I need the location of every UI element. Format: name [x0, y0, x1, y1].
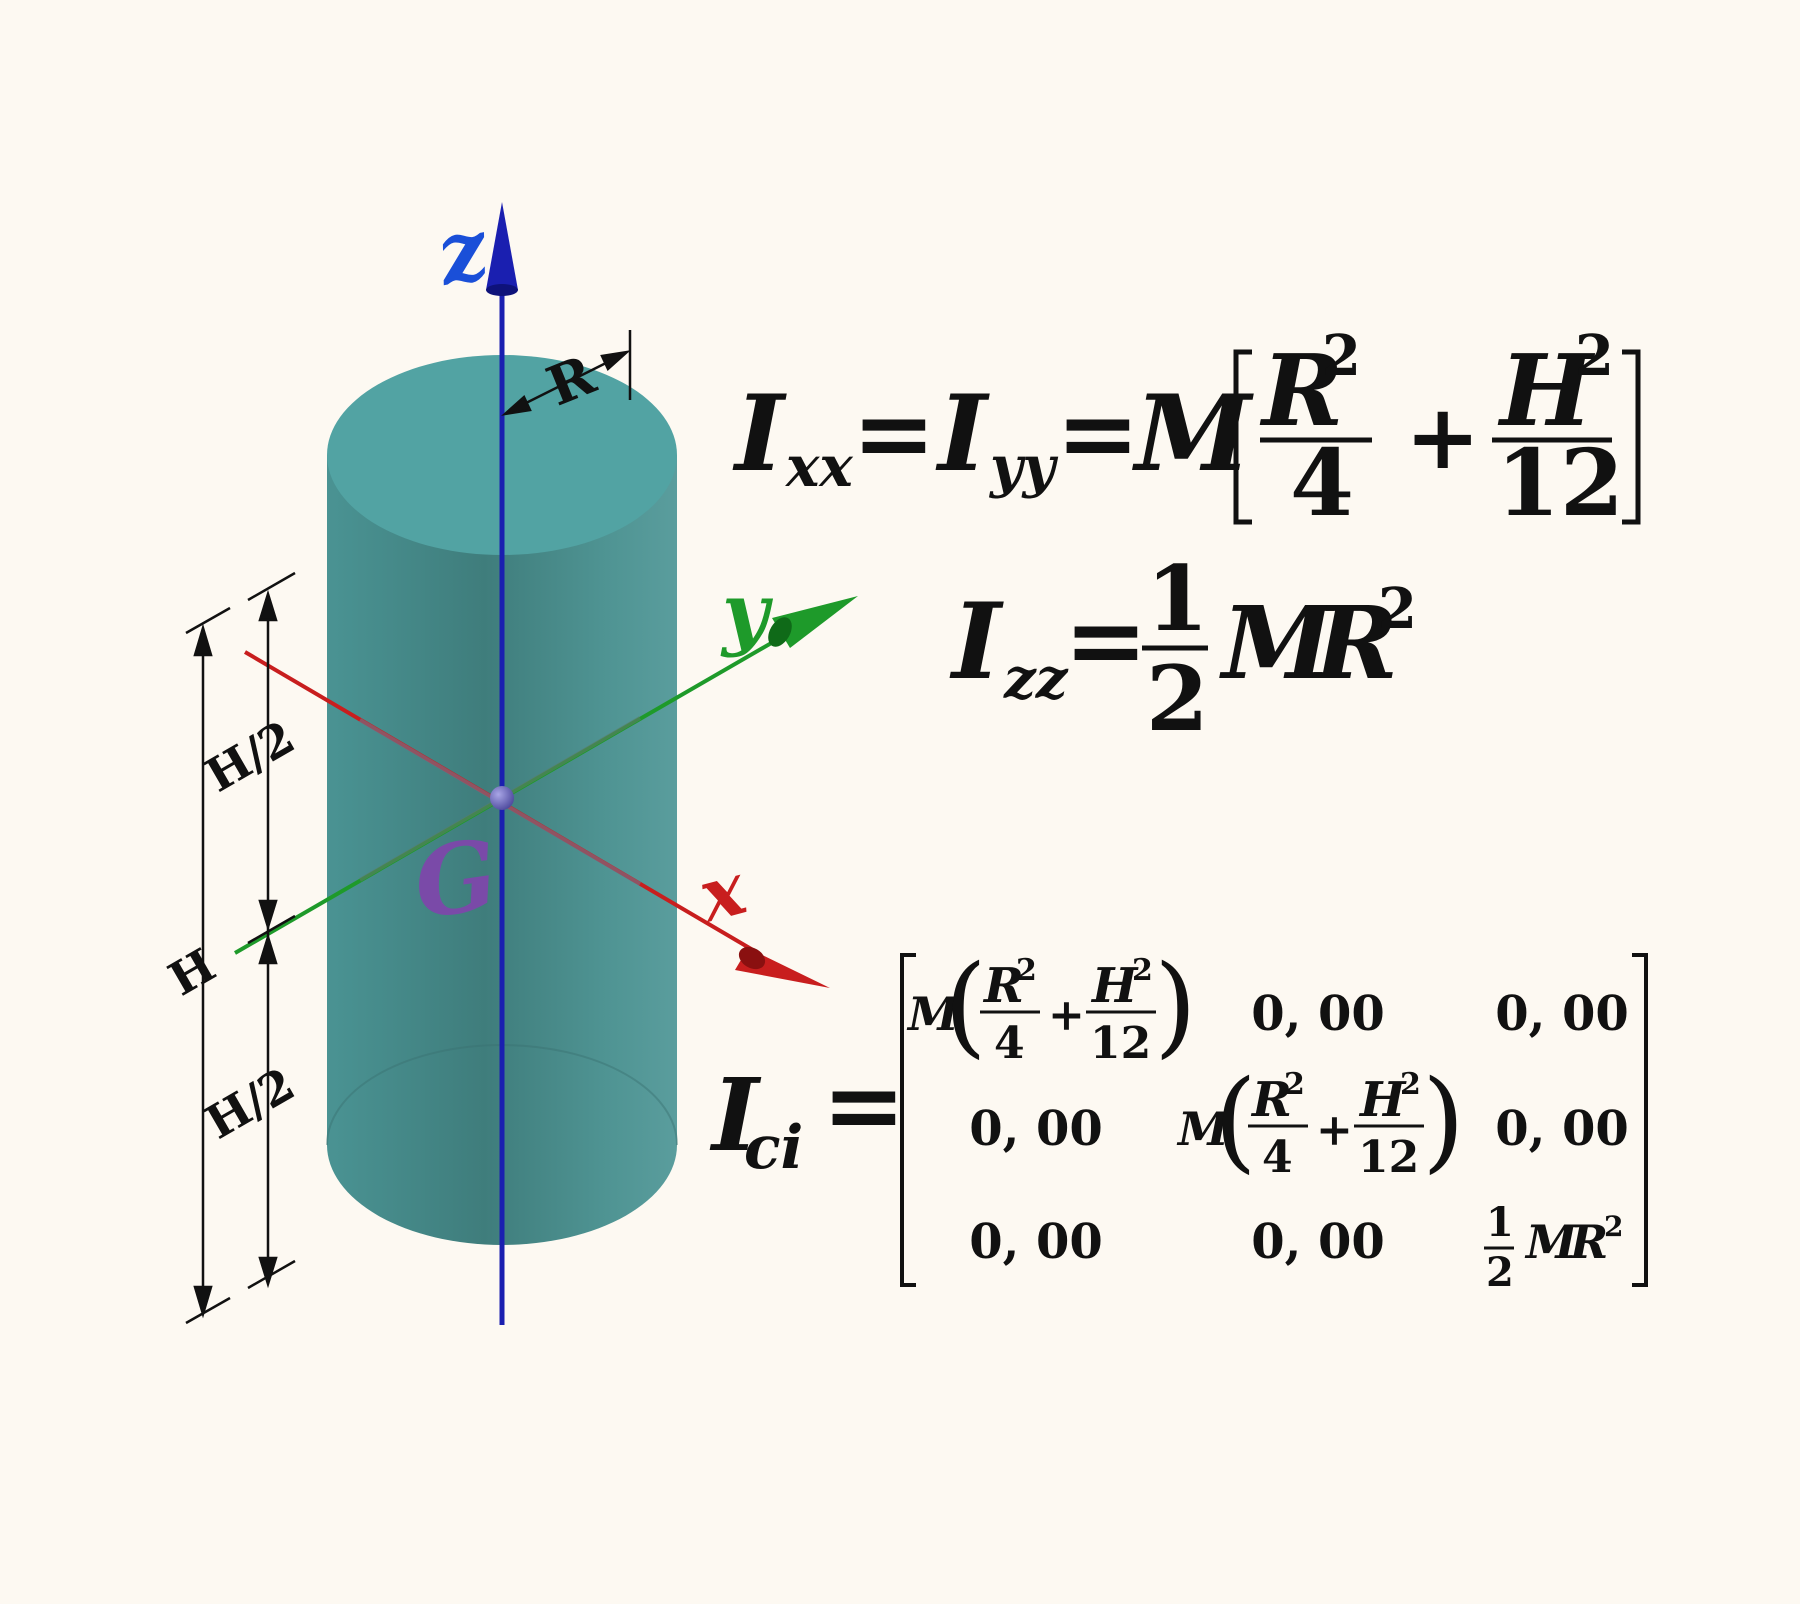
matrix-left-bracket — [900, 953, 916, 1287]
eq1-i-yy: I — [935, 371, 990, 495]
eq2-frac-numerator: 1 — [1146, 546, 1209, 652]
svg-text:2: 2 — [1016, 953, 1037, 988]
matrix-cell-r2c1: 0, 00 — [969, 1101, 1103, 1157]
svg-text:M: M — [1524, 1215, 1579, 1269]
svg-text:2: 2 — [1284, 1067, 1305, 1102]
height-label: H — [160, 938, 225, 1006]
svg-text:1: 1 — [1486, 1199, 1514, 1246]
svg-text:12: 12 — [1358, 1132, 1419, 1183]
z-axis-label: z — [427, 197, 498, 305]
svg-text:H: H — [1358, 1072, 1407, 1128]
svg-text:): ) — [1422, 1056, 1465, 1184]
svg-text:12: 12 — [1090, 1018, 1151, 1069]
eq1-frac1-exponent: 2 — [1322, 323, 1361, 389]
matrix-cell-r2c2: M ( R 2 4 + H 2 12 ) — [1176, 1056, 1465, 1184]
eq2-equals: = — [1064, 581, 1148, 699]
matrix-cell-r1c3: 0, 00 — [1495, 986, 1629, 1042]
eq1-i-xx: I — [732, 371, 787, 495]
svg-text:R: R — [1250, 1072, 1292, 1128]
eq1-frac2-numerator: H — [1497, 334, 1596, 449]
eq2-exponent: 2 — [1378, 576, 1417, 642]
equation-ixx-iyy: I xx = I yy = M R 2 4 + H 2 12 — [732, 323, 1641, 537]
matrix-right-bracket — [1632, 953, 1648, 1287]
matrix-cell-r1c1: M ( R 2 4 + H 2 12 ) — [906, 941, 1197, 1069]
svg-text:R: R — [982, 958, 1024, 1014]
eq1-frac2-exponent: 2 — [1575, 323, 1614, 389]
y-axis — [233, 596, 858, 955]
eq1-frac1-numerator: R — [1259, 334, 1343, 449]
eq1-plus: + — [1405, 384, 1480, 490]
svg-text:4: 4 — [994, 1018, 1025, 1069]
equation-izz: I zz = 1 2 M R 2 — [949, 546, 1417, 752]
svg-text:(: ( — [1214, 1056, 1257, 1184]
matrix-cell-r3c1: 0, 00 — [969, 1214, 1103, 1270]
eq1-equals-2: = — [1056, 374, 1140, 492]
centroid-label: G — [407, 817, 504, 940]
svg-text:M: M — [906, 987, 961, 1041]
matrix-cell-r1c2: 0, 00 — [1251, 986, 1385, 1042]
y-axis-label: y — [720, 565, 774, 659]
eq1-left-bracket — [1233, 349, 1252, 525]
eq2-sub-zz: zz — [1003, 646, 1069, 712]
svg-text:2: 2 — [1132, 953, 1153, 988]
svg-text:4: 4 — [1262, 1132, 1293, 1183]
centroid-point — [490, 786, 514, 810]
eq2-frac-denominator: 2 — [1146, 646, 1209, 752]
radius-dimension — [500, 330, 632, 416]
svg-text:+: + — [1048, 990, 1085, 1041]
eq1-sub-xx: xx — [785, 434, 853, 500]
eq3-i-ci: I — [709, 1056, 762, 1174]
eq1-equals-1: = — [852, 374, 936, 492]
eq1-frac2-denominator: 12 — [1496, 429, 1624, 537]
svg-text:R: R — [1568, 1215, 1608, 1269]
height-dimension — [185, 571, 296, 1325]
x-axis-label: x — [688, 845, 754, 939]
matrix-cell-r3c2: 0, 00 — [1251, 1214, 1385, 1270]
eq1-frac1-denominator: 4 — [1290, 429, 1354, 537]
svg-text:+: + — [1316, 1105, 1353, 1156]
equation-inertia-matrix: I ci = M ( R 2 4 + H 2 12 ) 0, 00 0, 00 … — [709, 941, 1648, 1296]
svg-text:2: 2 — [1604, 1210, 1623, 1243]
eq1-right-bracket — [1622, 349, 1641, 525]
svg-text:2: 2 — [1400, 1067, 1421, 1102]
svg-text:(: ( — [944, 941, 987, 1069]
half-height-bottom-label: H/2 — [197, 1057, 304, 1150]
svg-text:2: 2 — [1486, 1249, 1514, 1296]
svg-text:M: M — [1176, 1102, 1231, 1156]
half-height-top-label: H/2 — [197, 710, 304, 803]
svg-text:): ) — [1154, 941, 1197, 1069]
eq3-equals: = — [822, 1046, 906, 1164]
eq2-i-zz: I — [949, 579, 1004, 703]
matrix-cell-r3c3: 1 2 M R 2 — [1484, 1199, 1623, 1296]
eq1-sub-yy: yy — [988, 434, 1059, 500]
matrix-cell-r2c3: 0, 00 — [1495, 1101, 1629, 1157]
svg-text:H: H — [1090, 958, 1139, 1014]
eq2-radius: R — [1312, 584, 1398, 702]
eq3-sub-ci: ci — [744, 1113, 803, 1183]
eq2-mass: M — [1219, 584, 1336, 702]
